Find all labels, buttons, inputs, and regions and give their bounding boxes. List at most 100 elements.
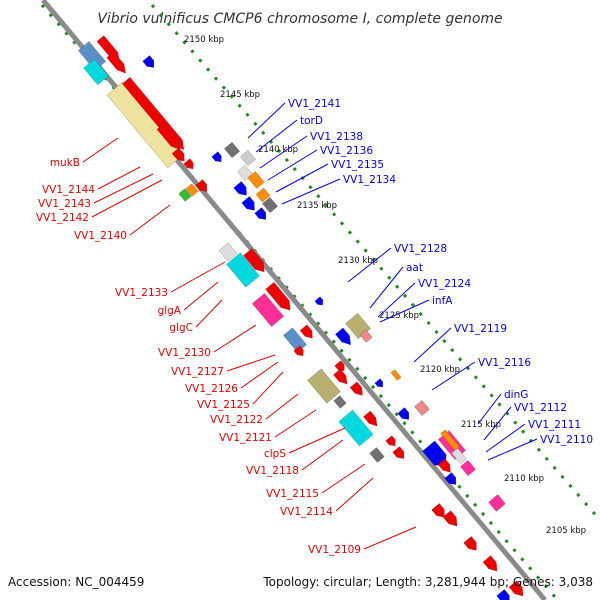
gene-label-left: VV1_2140 — [74, 230, 127, 242]
right-label-leader — [347, 247, 392, 283]
feature-red-20 — [463, 536, 477, 551]
right-label-leader — [369, 266, 404, 309]
feature-blue-12 — [496, 589, 510, 600]
feature-pink-3 — [488, 494, 506, 512]
feature-red-6 — [195, 179, 208, 192]
feature-blue-4 — [241, 196, 255, 211]
left-label-leader — [129, 204, 171, 236]
accession-text: Accession: NC_004459 — [8, 575, 144, 589]
gene-label-left: VV1_2115 — [266, 488, 319, 500]
left-label-leader — [82, 137, 119, 163]
feature-blue-8 — [374, 378, 384, 388]
left-label-leader — [240, 361, 279, 389]
feature-pink-light-1 — [359, 329, 373, 343]
gene-label-left: VV1_2109 — [308, 544, 361, 556]
right-label-leader — [255, 119, 298, 153]
gene-label-left: VV1_2127 — [171, 366, 224, 378]
feature-blue-2 — [211, 151, 222, 163]
left-label-leader — [288, 427, 346, 454]
kbp-tick-label: 2125 kbp — [379, 311, 419, 321]
right-label-leader — [275, 163, 329, 193]
gene-label-left: glgA — [158, 305, 182, 317]
right-label-leader — [267, 149, 318, 181]
gene-label-left: VV1_2143 — [38, 198, 91, 210]
feature-pink-glgC — [251, 293, 285, 327]
feature-red-12 — [333, 368, 348, 385]
right-label-leader — [259, 135, 308, 169]
feature-red-8 — [265, 281, 291, 311]
left-label-leader — [301, 439, 344, 471]
gene-label-left: VV1_2142 — [36, 212, 89, 224]
gene-label-left: VV1_2144 — [42, 184, 95, 196]
kbp-tick-label: 2105 kbp — [546, 526, 586, 536]
left-label-leader — [213, 324, 257, 353]
left-label-leader — [195, 299, 223, 328]
left-label-leader — [226, 354, 276, 372]
gene-label-left: VV1_2133 — [115, 287, 168, 299]
feature-pink-light-2 — [413, 399, 431, 417]
gene-label-right: VV1_2138 — [310, 131, 363, 143]
feature-red-2 — [106, 51, 127, 74]
gene-label-right: VV1_2116 — [478, 357, 531, 369]
feature-pink-2 — [459, 459, 477, 477]
gene-label-right: aat — [406, 262, 423, 274]
feature-gray-3 — [333, 395, 347, 409]
kbp-tick-label: 2110 kbp — [504, 474, 544, 484]
feature-gray-1 — [223, 141, 241, 159]
feature-red-17 — [437, 458, 451, 473]
left-label-leader — [93, 173, 154, 204]
feature-red-15 — [385, 435, 396, 447]
feature-blue-7 — [335, 327, 352, 346]
gene-label-right: VV1_2119 — [454, 323, 507, 335]
right-label-leader — [431, 361, 476, 391]
gene-label-right: VV1_2134 — [343, 174, 396, 186]
feature-lightgray-3 — [218, 242, 238, 262]
gene-label-left: VV1_2114 — [280, 506, 333, 518]
feature-red-3 — [156, 123, 180, 150]
left-label-leader — [335, 477, 374, 512]
feature-orange-small — [185, 183, 199, 197]
gene-label-left: clpS — [264, 448, 286, 460]
right-label-leader — [487, 438, 538, 461]
feature-red-5 — [183, 158, 194, 170]
left-label-leader — [91, 179, 163, 218]
feature-green — [178, 188, 192, 202]
feature-red-9 — [299, 324, 313, 339]
left-label-leader — [363, 526, 417, 550]
feature-cyan-clpS — [338, 409, 374, 447]
feature-lightgray-4 — [451, 447, 467, 465]
left-label-leader — [183, 281, 219, 311]
gene-label-right: VV1_2112 — [514, 402, 567, 414]
gene-label-right: VV1_2141 — [288, 98, 341, 110]
feature-gray-4 — [369, 447, 385, 463]
feature-blue-11 — [444, 472, 457, 485]
gene-label-left: VV1_2126 — [185, 383, 238, 395]
feature-red-7 — [243, 248, 265, 273]
kbp-tick-label: 2145 kbp — [220, 90, 260, 100]
feature-blue-6 — [314, 296, 324, 306]
gene-label-right: torD — [300, 115, 323, 127]
gene-label-right: VV1_2124 — [418, 278, 471, 290]
gene-features — [77, 35, 524, 600]
right-label-leader — [281, 178, 341, 205]
gene-label-right: VV1_2136 — [320, 145, 373, 157]
gene-label-left: VV1_2130 — [158, 347, 211, 359]
feature-blue-3 — [233, 181, 247, 196]
right-label-leader — [477, 393, 502, 425]
gene-label-left: VV1_2121 — [219, 432, 272, 444]
feature-gray-2 — [261, 196, 279, 214]
feature-orange-2 — [255, 187, 271, 203]
right-label-leader — [247, 102, 286, 139]
right-label-leader — [377, 282, 416, 318]
left-label-leader — [170, 261, 226, 293]
map-title: Vibrio vulnificus CMCP6 chromosome I, co… — [97, 11, 502, 27]
gene-labels: mukBVV1_2144VV1_2143VV1_2142VV1_2140VV1_… — [36, 98, 593, 556]
kbp-tick-label: 2115 kbp — [461, 420, 501, 430]
kbp-tick-label: 2120 kbp — [420, 365, 460, 375]
feature-red-22 — [508, 580, 524, 597]
gene-label-left: glgC — [169, 322, 193, 334]
gene-label-right: VV1_2128 — [394, 243, 447, 255]
feature-orange-4 — [440, 429, 460, 451]
feature-olive-2 — [307, 368, 341, 404]
